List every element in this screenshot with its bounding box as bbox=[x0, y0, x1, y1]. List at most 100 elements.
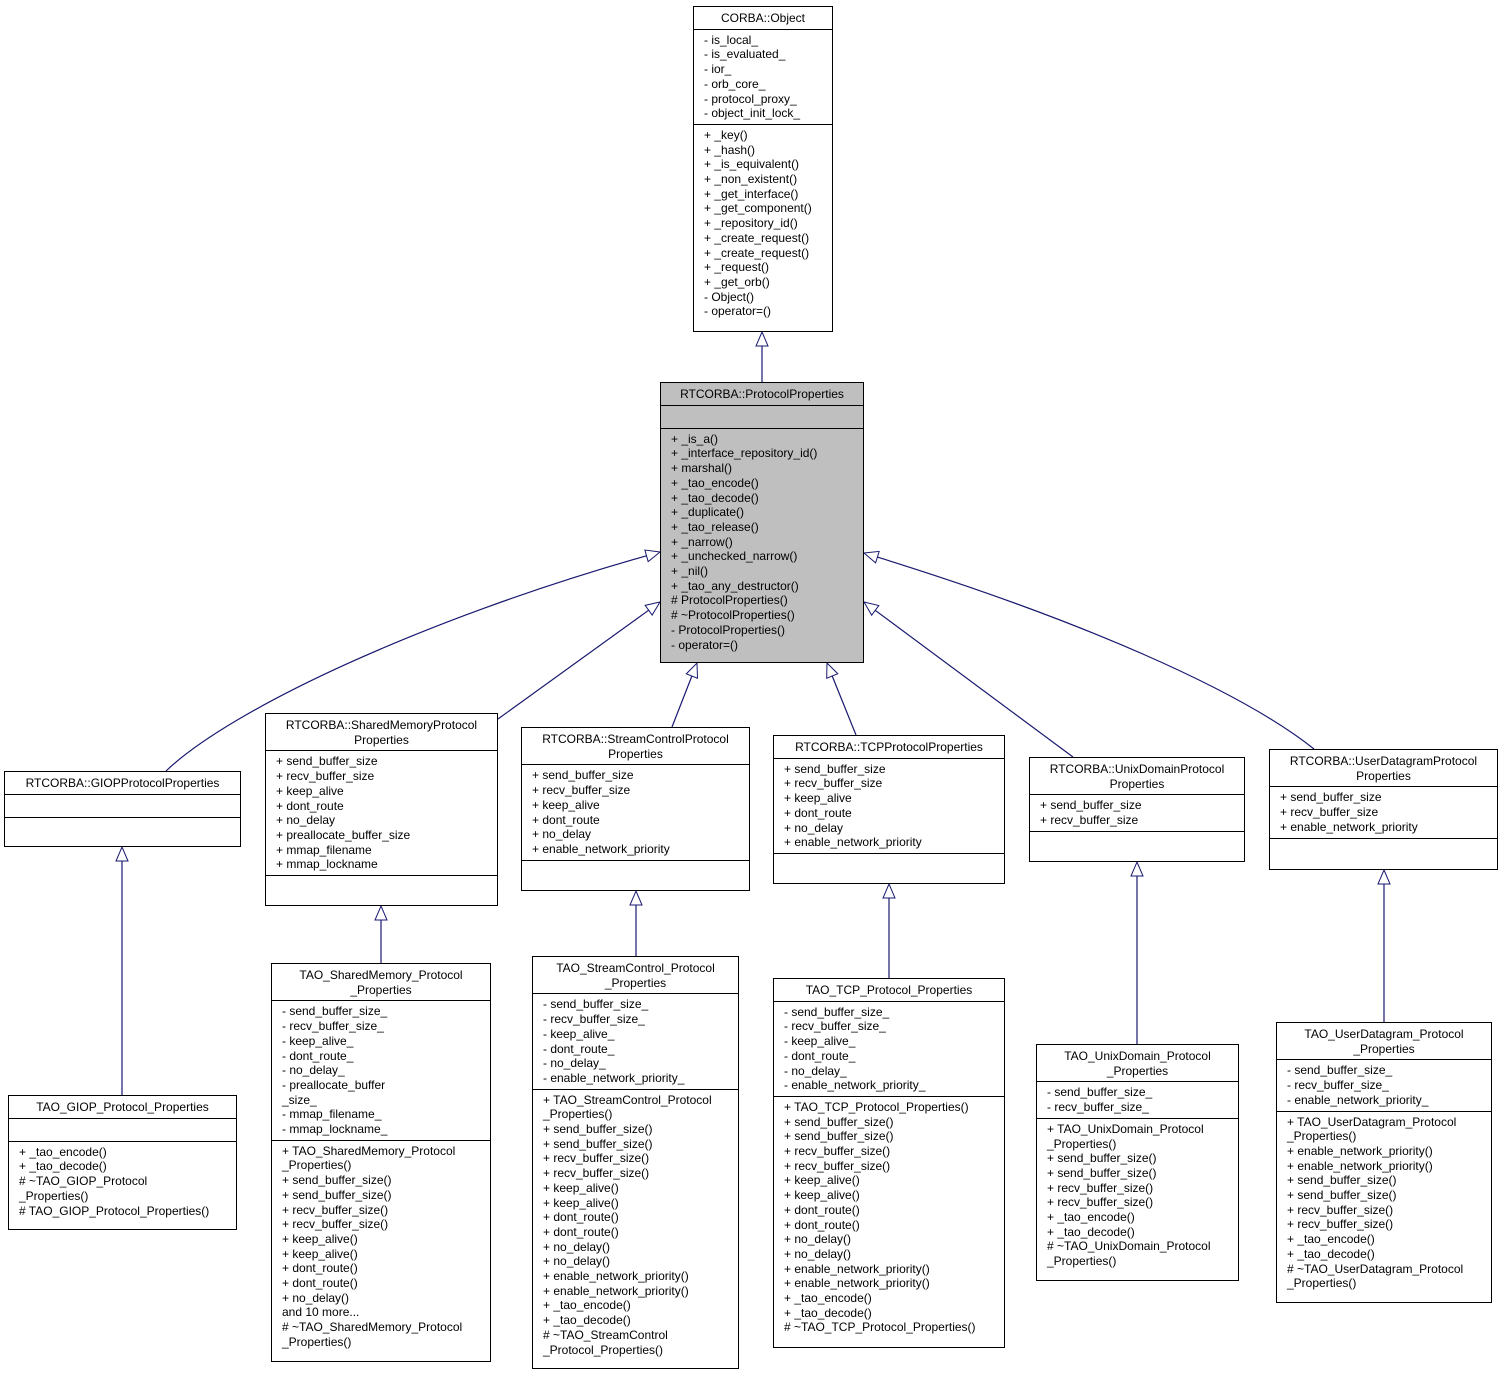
method-item: + _tao_encode() bbox=[1047, 1210, 1135, 1225]
method-item: + _tao_decode() bbox=[784, 1305, 872, 1320]
edge-stream-control-to-protocol-properties-arrowhead-icon bbox=[685, 661, 699, 679]
class-rtcorba-tcp-protocol-properties[interactable]: RTCORBA::TCPProtocolProperties+ send_buf… bbox=[773, 735, 1005, 884]
method-item: + keep_alive() bbox=[543, 1195, 619, 1210]
method-item: + _tao_encode() bbox=[1287, 1232, 1375, 1247]
method-item: + _tao_encode() bbox=[784, 1291, 872, 1306]
attribute-item: - dont_route_ bbox=[784, 1048, 856, 1063]
class-tao-user-datagram-protocol-properties[interactable]: TAO_UserDatagram_Protocol _Properties- s… bbox=[1276, 1022, 1492, 1303]
attribute-item: - keep_alive_ bbox=[543, 1026, 615, 1041]
class-tao-giop-protocol-properties[interactable]: TAO_GIOP_Protocol_Properties + _tao_encod… bbox=[8, 1095, 237, 1230]
class-rtcorba-shared-memory-protocol-properties[interactable]: RTCORBA::SharedMemoryProtocol Properties… bbox=[265, 713, 498, 906]
class-rtcorba-unix-domain-protocol-properties[interactable]: RTCORBA::UnixDomainProtocol Properties+ … bbox=[1029, 757, 1245, 862]
class-title: TAO_TCP_Protocol_Properties bbox=[774, 979, 1004, 1002]
class-methods bbox=[266, 876, 497, 898]
method-item: + enable_network_priority() bbox=[784, 1261, 930, 1276]
method-item: + no_delay() bbox=[543, 1239, 611, 1254]
method-item: + _duplicate() bbox=[671, 505, 745, 520]
class-methods bbox=[1270, 839, 1497, 861]
method-item: + TAO_UnixDomain_Protocol _Properties() bbox=[1047, 1121, 1204, 1151]
edge-tao-shared-memory-to-shared-memory-arrowhead-icon bbox=[374, 904, 388, 921]
method-item: + enable_network_priority() bbox=[543, 1269, 689, 1284]
class-methods bbox=[1030, 832, 1244, 854]
method-item: + _hash() bbox=[704, 142, 756, 157]
attribute-item: + dont_route bbox=[532, 812, 600, 827]
attribute-item: - dont_route_ bbox=[282, 1048, 354, 1063]
attribute-item: + recv_buffer_size bbox=[1040, 813, 1139, 828]
method-item: + enable_network_priority() bbox=[784, 1276, 930, 1291]
class-attributes: + send_buffer_size+ recv_buffer_size+ ke… bbox=[266, 751, 497, 877]
method-item: + dont_route() bbox=[784, 1202, 860, 1217]
method-item: + _unchecked_narrow() bbox=[671, 549, 798, 564]
method-item: - ProtocolProperties() bbox=[671, 622, 786, 637]
attribute-item: + send_buffer_size bbox=[784, 761, 886, 776]
method-item: + _key() bbox=[704, 127, 748, 142]
class-corba-object[interactable]: CORBA::Object- is_local_- is_evaluated_-… bbox=[693, 6, 833, 332]
attribute-item: - is_local_ bbox=[704, 32, 759, 47]
method-item: + recv_buffer_size() bbox=[784, 1144, 891, 1159]
class-tao-tcp-protocol-properties[interactable]: TAO_TCP_Protocol_Properties- send_buffer… bbox=[773, 978, 1005, 1348]
method-item: + _request() bbox=[704, 260, 770, 275]
class-rtcorba-giop-protocol-properties[interactable]: RTCORBA::GIOPProtocolProperties bbox=[4, 771, 241, 847]
attribute-item: - enable_network_priority_ bbox=[784, 1078, 926, 1093]
attribute-item: - recv_buffer_size_ bbox=[543, 1012, 645, 1027]
class-attributes: - send_buffer_size_- recv_buffer_size_- … bbox=[774, 1002, 1004, 1097]
class-attributes: + send_buffer_size+ recv_buffer_size bbox=[1030, 795, 1244, 832]
attribute-item: - send_buffer_size_ bbox=[784, 1004, 890, 1019]
method-item: # ~TAO_GIOP_Protocol _Properties() bbox=[19, 1174, 148, 1203]
method-item: + dont_route() bbox=[282, 1261, 358, 1276]
class-attributes bbox=[5, 795, 240, 818]
attribute-item: - mmap_filename_ bbox=[282, 1107, 382, 1122]
method-item: + _tao_release() bbox=[671, 519, 759, 534]
method-item: + recv_buffer_size() bbox=[1047, 1180, 1154, 1195]
class-title: RTCORBA::GIOPProtocolProperties bbox=[5, 772, 240, 795]
method-item: + dont_route() bbox=[543, 1210, 619, 1225]
method-item: # ~TAO_UserDatagram_Protocol _Properties… bbox=[1287, 1261, 1464, 1291]
method-item: + _get_component() bbox=[704, 201, 812, 216]
attribute-item: - orb_core_ bbox=[704, 76, 766, 91]
method-item: + _get_interface() bbox=[704, 186, 799, 201]
attribute-item: + send_buffer_size bbox=[532, 768, 634, 783]
method-item: + send_buffer_size() bbox=[1047, 1165, 1157, 1180]
attribute-item: - send_buffer_size_ bbox=[1287, 1063, 1393, 1078]
attribute-item: - is_evaluated_ bbox=[704, 47, 786, 62]
class-methods: + _tao_encode()+ _tao_decode()# ~TAO_GIO… bbox=[9, 1142, 236, 1222]
class-rtcorba-protocol-properties[interactable]: RTCORBA::ProtocolProperties+ _is_a()+ _i… bbox=[660, 382, 864, 663]
class-title: TAO_GIOP_Protocol_Properties bbox=[9, 1096, 236, 1119]
attribute-item: - recv_buffer_size_ bbox=[1287, 1078, 1389, 1093]
edge-giop-to-protocol-properties bbox=[165, 555, 647, 772]
method-item: + keep_alive() bbox=[543, 1180, 619, 1195]
method-item: - Object() bbox=[704, 289, 755, 304]
class-rtcorba-user-datagram-protocol-properties[interactable]: RTCORBA::UserDatagramProtocol Properties… bbox=[1269, 749, 1498, 870]
method-item: + keep_alive() bbox=[282, 1231, 358, 1246]
class-attributes: + send_buffer_size+ recv_buffer_size+ ke… bbox=[774, 759, 1004, 854]
class-attributes: + send_buffer_size+ recv_buffer_size+ en… bbox=[1270, 787, 1497, 839]
class-title: RTCORBA::UserDatagramProtocol Properties bbox=[1270, 750, 1497, 788]
method-item: # ~TAO_SharedMemory_Protocol _Properties… bbox=[282, 1320, 463, 1349]
attribute-item: - no_delay_ bbox=[784, 1063, 847, 1078]
method-item: + send_buffer_size() bbox=[1047, 1151, 1157, 1166]
class-title: TAO_SharedMemory_Protocol _Properties bbox=[272, 964, 490, 1002]
attribute-item: - send_buffer_size_ bbox=[282, 1004, 388, 1019]
edge-tao-stream-control-to-stream-control-arrowhead-icon bbox=[629, 889, 643, 906]
class-methods bbox=[774, 854, 1004, 876]
method-item: + _tao_decode() bbox=[671, 490, 759, 505]
method-item: + enable_network_priority() bbox=[543, 1283, 689, 1298]
class-attributes: - send_buffer_size_- recv_buffer_size_- … bbox=[1277, 1060, 1491, 1112]
method-item: + recv_buffer_size() bbox=[1287, 1202, 1394, 1217]
attribute-item: - send_buffer_size_ bbox=[543, 997, 649, 1012]
method-item: + send_buffer_size() bbox=[1287, 1173, 1397, 1188]
class-rtcorba-stream-control-protocol-properties[interactable]: RTCORBA::StreamControlProtocol Propertie… bbox=[521, 727, 750, 891]
class-methods: + TAO_SharedMemory_Protocol _Properties(… bbox=[272, 1141, 490, 1353]
method-item: + _tao_decode() bbox=[1287, 1246, 1375, 1261]
method-item: + recv_buffer_size() bbox=[282, 1217, 389, 1232]
class-tao-stream-control-protocol-properties[interactable]: TAO_StreamControl_Protocol _Properties- … bbox=[532, 956, 739, 1369]
attribute-item: - recv_buffer_size_ bbox=[1047, 1100, 1149, 1115]
method-item: + _tao_decode() bbox=[1047, 1224, 1135, 1239]
edge-tcp-to-protocol-properties-arrowhead-icon bbox=[826, 661, 839, 679]
method-item: - operator=() bbox=[671, 637, 739, 652]
attribute-item: - recv_buffer_size_ bbox=[282, 1019, 384, 1034]
method-item: + keep_alive() bbox=[282, 1246, 358, 1261]
method-item: + send_buffer_size() bbox=[543, 1136, 653, 1151]
class-tao-shared-memory-protocol-properties[interactable]: TAO_SharedMemory_Protocol _Properties - s… bbox=[271, 963, 491, 1362]
class-tao-unix-domain-protocol-properties[interactable]: TAO_UnixDomain_Protocol _Properties- sen… bbox=[1036, 1044, 1239, 1281]
